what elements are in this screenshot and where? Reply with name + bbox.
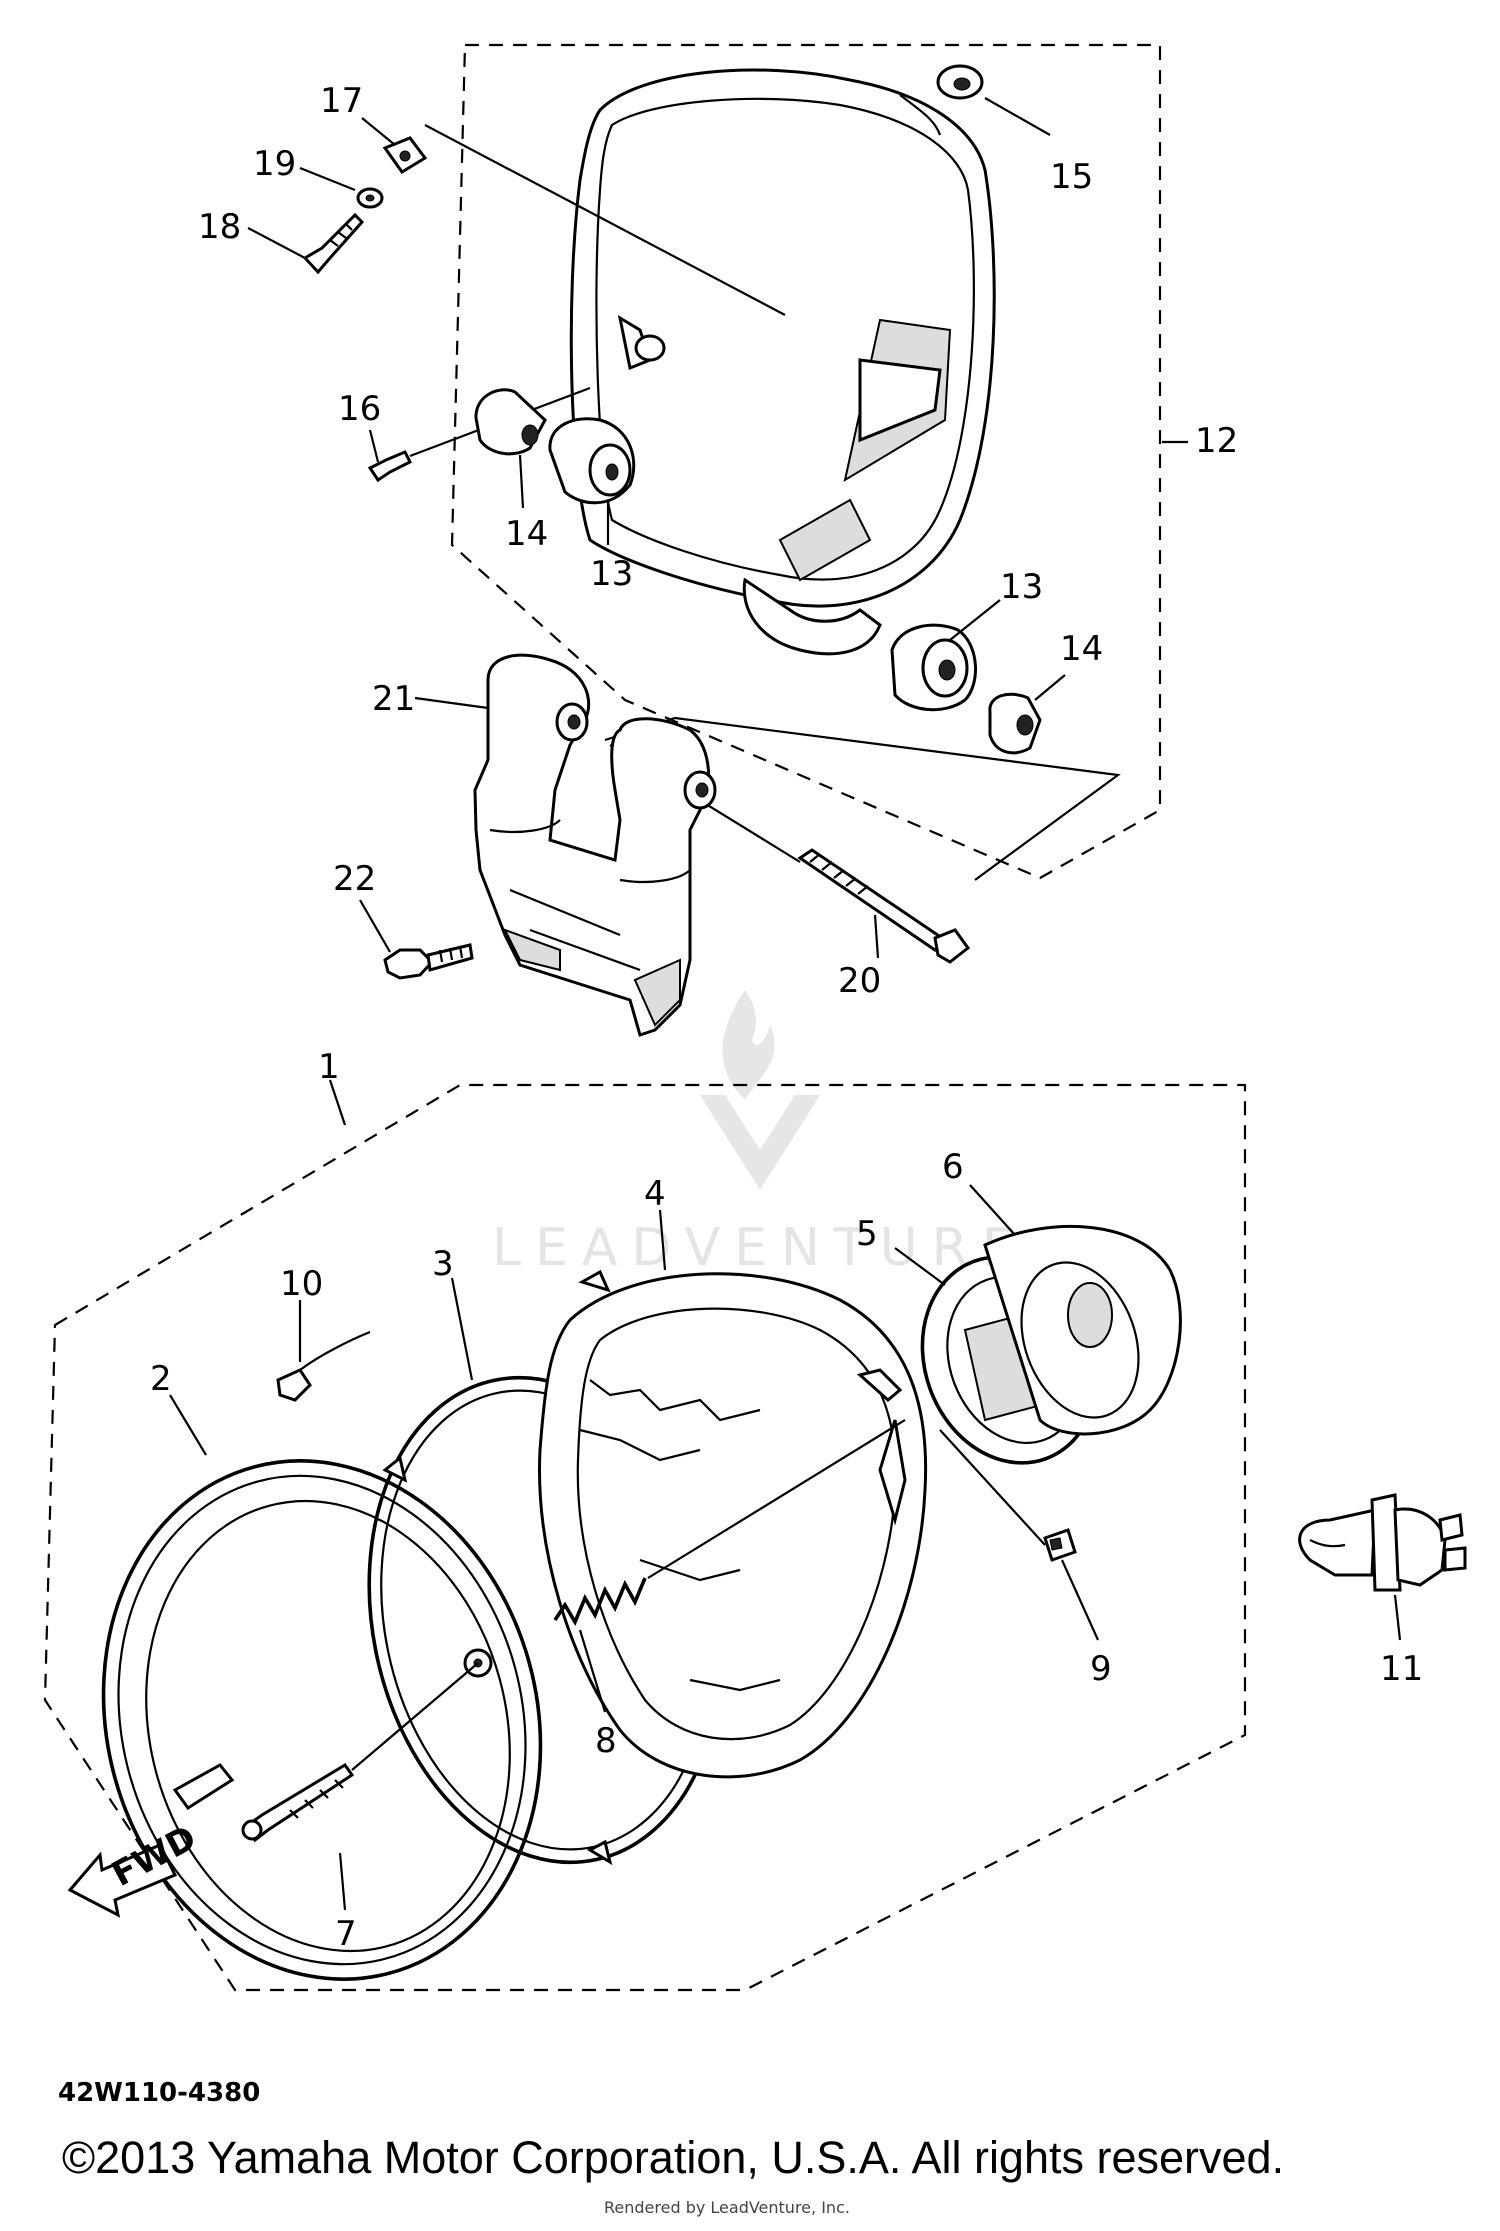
callout-3: 3: [432, 1244, 454, 1284]
leader-14-left: [518, 454, 525, 509]
callout-20: 20: [838, 961, 881, 1001]
leader-20: [873, 914, 880, 959]
callout-labels: 1 2 3 4 5 6 7 8 9 10 11 12 13 13 14 14 1…: [150, 81, 1423, 1954]
bulb-11: [1298, 1493, 1467, 1592]
callout-19: 19: [253, 144, 296, 184]
rendered-by-note: Rendered by LeadVenture, Inc.: [604, 2198, 850, 2217]
watermark-v-logo: [700, 1095, 820, 1190]
leader-21: [414, 696, 489, 710]
leader-11: [1393, 1594, 1402, 1641]
copyright-notice: ©2013 Yamaha Motor Corporation, U.S.A. A…: [62, 2132, 1285, 2183]
callout-4: 4: [644, 1174, 666, 1214]
leader-7: [338, 1852, 347, 1911]
connector-axis-line: [939, 1429, 1046, 1546]
bolt-20: [797, 848, 971, 964]
callout-5: 5: [856, 1214, 878, 1254]
leader-6: [969, 1184, 1016, 1236]
spring-axis-line: [647, 1419, 906, 1579]
callout-12: 12: [1195, 421, 1238, 461]
bracket-21: [473, 653, 717, 1037]
grommet-15: [936, 64, 984, 100]
leader-13-right: [949, 599, 1001, 641]
callout-2: 2: [150, 1359, 172, 1399]
leader-1: [328, 1079, 347, 1126]
leader-2: [169, 1394, 207, 1456]
leader-18: [247, 227, 306, 259]
callout-7: 7: [335, 1914, 357, 1954]
bolt-16: [367, 450, 413, 483]
washer-19: [356, 187, 384, 209]
watermark-text: LEADVENTURE: [492, 1218, 1029, 1278]
clamp-10: [276, 1330, 371, 1402]
leader-8: [578, 1629, 607, 1713]
leader-5: [894, 1247, 946, 1286]
callout-13-right: 13: [1000, 567, 1043, 607]
callout-15: 15: [1050, 157, 1093, 197]
bolt-18: [302, 212, 365, 275]
callout-13-left: 13: [590, 554, 633, 594]
damper-13-left: [548, 417, 636, 505]
callout-9: 9: [1090, 1649, 1112, 1689]
rim-2: [101, 1459, 543, 1981]
callout-10: 10: [280, 1264, 323, 1304]
callout-22: 22: [333, 859, 376, 899]
screw-7: [241, 1762, 355, 1843]
callout-6: 6: [942, 1147, 964, 1187]
watermark-flame-logo: [722, 990, 775, 1100]
connector-9: [1043, 1528, 1077, 1562]
callout-1: 1: [318, 1047, 340, 1087]
headlight-unit-4: [538, 1269, 928, 1779]
callout-16: 16: [338, 389, 381, 429]
callout-18: 18: [198, 207, 241, 247]
spring-8: [553, 1577, 647, 1627]
screw-axis-line: [351, 1662, 479, 1771]
callout-17: 17: [320, 81, 363, 121]
bolt-22: [383, 943, 474, 980]
leader-15: [984, 97, 1051, 136]
diagram-code: 42W110-4380: [58, 2078, 261, 2108]
leader-19: [299, 166, 356, 192]
damper-13-right: [890, 623, 977, 712]
group-12-boundary: [450, 43, 1162, 880]
upper-assembly-group: [247, 43, 1188, 1037]
leader-17: [361, 117, 396, 146]
leader-17-to-housing: [424, 124, 786, 316]
leader-16: [368, 429, 380, 463]
callout-14-left: 14: [505, 514, 548, 554]
leader-9: [1060, 1559, 1100, 1641]
leader-14-right: [1034, 674, 1066, 701]
nut-17: [382, 136, 428, 175]
callout-11: 11: [1380, 1649, 1423, 1689]
callout-21: 21: [372, 679, 415, 719]
callout-14-right: 14: [1060, 629, 1103, 669]
callout-8: 8: [595, 1721, 617, 1761]
cover-6: [983, 1224, 1182, 1436]
watermark: LEADVENTURE: [492, 990, 1029, 1278]
leader-4: [658, 1209, 667, 1271]
collar-14-right: [988, 692, 1042, 755]
collar-14-left: [474, 388, 547, 456]
leader-3: [450, 1277, 474, 1381]
group-1-boundary: [43, 1083, 1247, 1992]
leader-22: [359, 899, 391, 953]
headlight-housing: [569, 68, 996, 656]
